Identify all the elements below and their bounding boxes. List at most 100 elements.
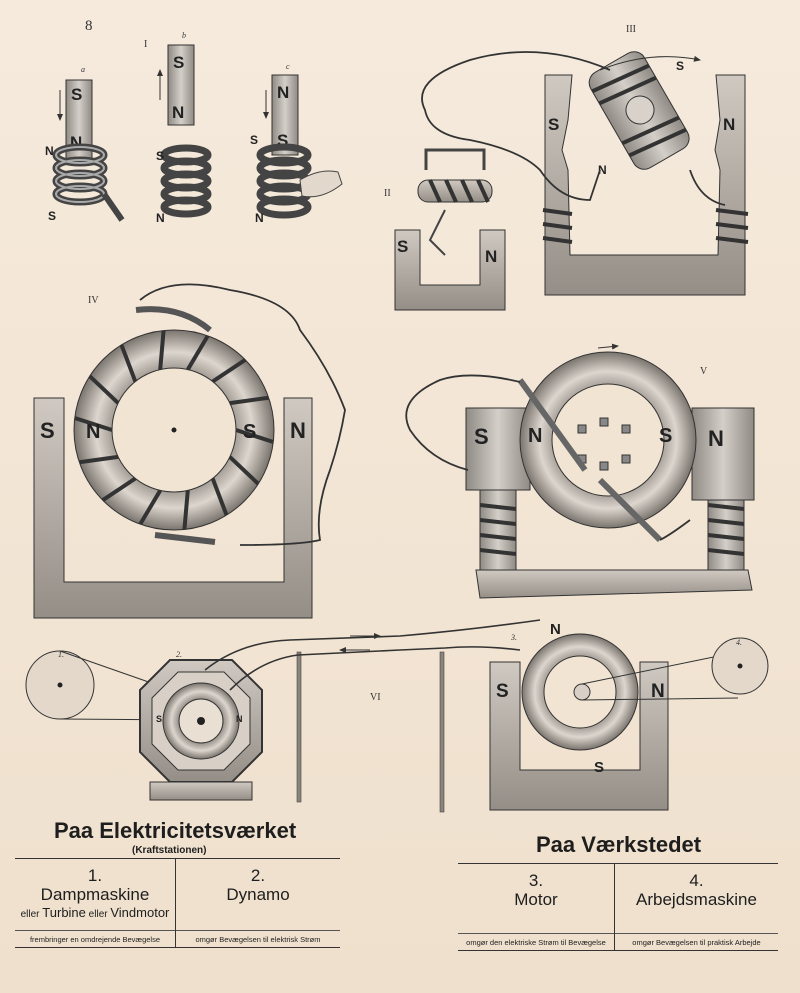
section-label-2: II <box>384 188 391 199</box>
ring-winding <box>235 428 274 444</box>
pole-label: N <box>550 621 561 638</box>
ring-winding <box>186 334 210 371</box>
fig4-wire <box>139 283 346 546</box>
cell-number: 2. <box>250 866 266 885</box>
pole-label: S <box>156 149 164 163</box>
left-subtitle: (Kraftstationen) <box>132 845 207 856</box>
pole-label: N <box>236 714 243 724</box>
table-cell-motor: 3. Motor omgør den elektriske Strøm til … <box>458 864 614 950</box>
cell-alternatives: eller Turbine eller Vindmotor <box>20 905 170 920</box>
pole-label: S <box>397 237 408 256</box>
section-label-6: VI <box>370 692 381 703</box>
pole-label: S <box>173 53 184 72</box>
pole-label: N <box>86 421 100 443</box>
fig4-ring-armature: S N N S <box>33 306 313 619</box>
cell-name: Dampmaskine <box>40 885 150 904</box>
number-4: 4. <box>736 638 742 647</box>
cell-description: omgør Bevægelsen til elektrisk Strøm <box>176 930 340 944</box>
pole-label: S <box>40 418 55 443</box>
fig6-transmission-poles <box>204 619 541 813</box>
pole-label: N <box>255 211 264 225</box>
pole-label: S <box>659 425 672 447</box>
fig1-letter-b: b <box>182 31 186 40</box>
ring-winding <box>229 395 269 406</box>
table-cell-work-machine: 4. Arbejdsmaskine omgør Bevægelsen til p… <box>615 864 778 950</box>
pole-label: S <box>243 421 256 443</box>
pole-label: N <box>172 103 184 122</box>
number-3: 3. <box>510 633 517 642</box>
ring-winding <box>182 490 190 530</box>
pole-label: S <box>250 133 258 147</box>
fig6-dynamo: S N <box>139 659 263 801</box>
table-cell-dynamo: 2. Dynamo omgør Bevægelsen til elektrisk… <box>176 859 340 947</box>
section-label-3: III <box>626 24 636 35</box>
pole-label: S <box>496 681 509 702</box>
cell-description: omgør den elektriske Strøm til Bevægelse <box>458 933 614 947</box>
fig1-letter-a: a <box>81 65 85 74</box>
fig1b-magnet-coil: S N S N <box>156 44 212 225</box>
ring-winding <box>228 455 260 486</box>
ring-winding <box>74 416 113 432</box>
pole-label: N <box>528 425 542 447</box>
cell-description: omgør Bevægelsen til praktisk Arbejde <box>615 933 778 947</box>
section-label-5: V <box>700 366 708 377</box>
pole-label: N <box>45 144 54 158</box>
ring-winding <box>79 454 119 465</box>
fig1c-magnet-coil: N S S N <box>250 74 343 225</box>
pole-label: N <box>290 418 306 443</box>
cell-name: Motor <box>514 890 558 909</box>
fig6-motor: S N N S <box>489 621 739 811</box>
pole-label: N <box>723 115 735 134</box>
section-label-1: I <box>144 39 147 50</box>
pole-label: S <box>48 209 56 223</box>
number-1: 1. <box>58 650 64 659</box>
page-number: 8 <box>85 18 93 34</box>
ring-winding <box>119 344 138 383</box>
table-cell-steam-engine: 1. Dampmaskine eller Turbine eller Vindm… <box>15 859 175 947</box>
section-label-4: IV <box>88 295 99 306</box>
pole-label: S <box>277 131 288 150</box>
pole-label: S <box>594 759 604 776</box>
pole-label: S <box>548 115 559 134</box>
ring-winding <box>211 358 247 384</box>
pole-label: S <box>156 714 162 724</box>
ring-winding <box>210 477 229 516</box>
fig1a-magnet-coil: S N N S <box>45 79 125 223</box>
pole-label: N <box>708 426 724 451</box>
fig5-ring-dynamo: S N N S <box>465 343 755 599</box>
fig5-wire <box>405 374 691 541</box>
right-title: Paa Værkstedet <box>536 832 702 857</box>
hand-icon <box>299 170 343 198</box>
ring-winding <box>101 476 137 502</box>
ring-winding <box>158 330 166 370</box>
pole-label: S <box>474 424 489 449</box>
cell-number: 4. <box>689 871 704 890</box>
fig3-wire <box>421 51 726 206</box>
pole-label: N <box>156 211 165 225</box>
left-title: Paa Elektricitetsværket <box>54 818 297 843</box>
pole-label: N <box>277 83 289 102</box>
left-table: 1. Dampmaskine eller Turbine eller Vindm… <box>15 858 340 948</box>
ring-winding <box>88 374 120 405</box>
cell-name: Dynamo <box>226 885 290 904</box>
fig2-magnet-coil: S N <box>394 148 506 311</box>
pole-label: S <box>71 85 82 104</box>
right-table: 3. Motor omgør den elektriske Strøm til … <box>458 863 778 951</box>
table-divider <box>175 859 176 947</box>
pole-label: N <box>598 163 607 177</box>
fig1-letter-c: c <box>286 62 290 71</box>
cell-description: frembringer en omdrejende Bevægelse <box>15 930 175 944</box>
number-2: 2. <box>176 650 182 659</box>
ring-winding <box>138 489 162 526</box>
fig3-electromagnet: S N S N <box>542 51 749 296</box>
cell-name: Arbejdsmaskine <box>636 890 757 909</box>
pole-label: N <box>651 681 665 702</box>
fig6-work-machine-wheel <box>711 637 769 695</box>
cell-number: 3. <box>528 871 544 890</box>
pole-label: S <box>676 59 684 73</box>
pole-label: N <box>485 247 497 266</box>
table-divider <box>614 864 615 950</box>
cell-number: 1. <box>87 866 103 885</box>
